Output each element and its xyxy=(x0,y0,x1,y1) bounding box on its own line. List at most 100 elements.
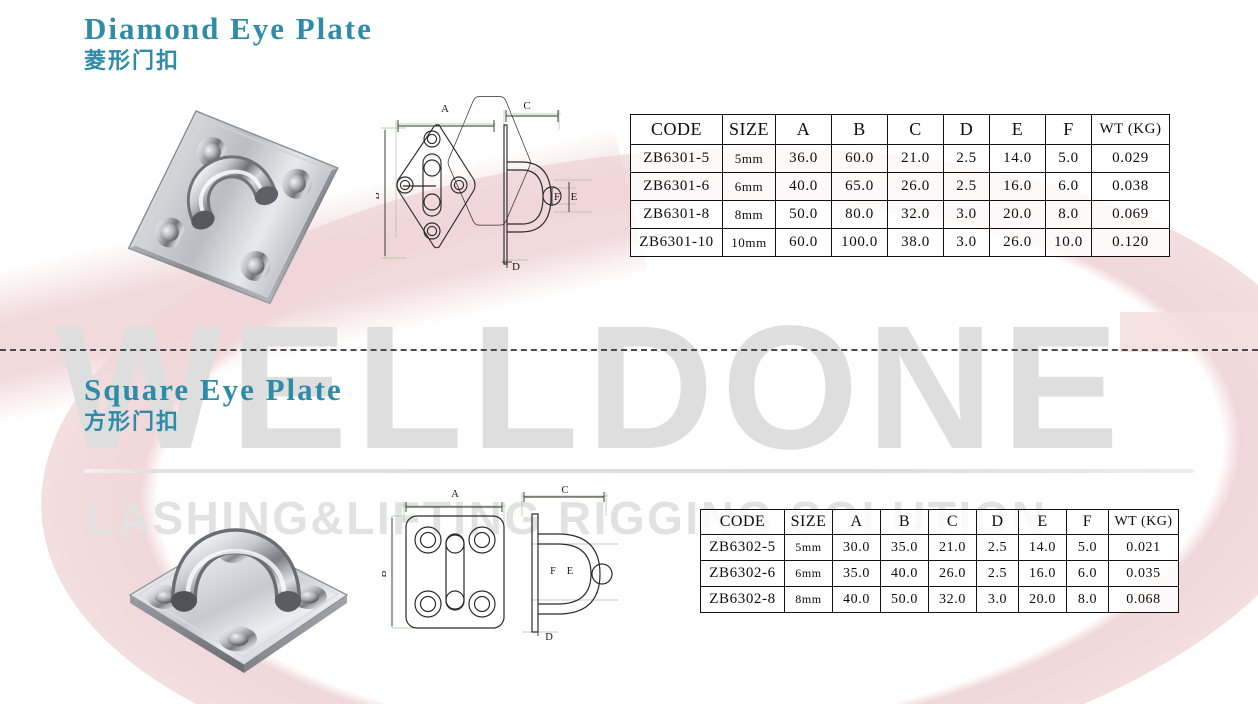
cell-a: 40.0 xyxy=(775,172,832,201)
th-wt: WT (KG) xyxy=(1091,114,1170,145)
cell-size: 6mm xyxy=(784,560,833,587)
cell-code: ZB6302-6 xyxy=(700,560,785,587)
cell-d: 3.0 xyxy=(943,228,990,257)
table-header-row: CODE SIZE A B C D E F WT (KG) xyxy=(700,509,1179,535)
cell-c: 38.0 xyxy=(887,228,944,257)
cell-c: 21.0 xyxy=(928,534,977,561)
cell-a: 35.0 xyxy=(832,560,881,587)
section-title-square: Square Eye Plate 方形门扣 xyxy=(84,372,343,435)
cell-b: 100.0 xyxy=(831,228,888,257)
cell-size: 5mm xyxy=(784,534,833,561)
watermark-brand-text: WELLDONE xyxy=(56,290,1128,486)
cell-size: 5mm xyxy=(722,144,776,173)
section-divider-dashed xyxy=(0,349,1258,351)
section-title-diamond: Diamond Eye Plate 菱形门扣 xyxy=(84,11,373,74)
page-title-en-diamond: Diamond Eye Plate xyxy=(84,11,373,46)
dim-label-e2: E xyxy=(567,566,573,577)
cell-e: 20.0 xyxy=(989,200,1046,229)
dim-label-b2: B xyxy=(382,570,389,577)
th-f: F xyxy=(1045,114,1092,145)
product-photo-square xyxy=(112,487,374,679)
dim-label-f2: F xyxy=(550,566,556,577)
th-f: F xyxy=(1066,509,1109,535)
cell-f: 6.0 xyxy=(1066,560,1109,587)
cell-a: 40.0 xyxy=(832,586,881,613)
technical-drawing-diamond: A C E F D B xyxy=(376,92,626,292)
th-c: C xyxy=(928,509,977,535)
th-b: B xyxy=(831,114,888,145)
cell-b: 35.0 xyxy=(880,534,929,561)
table-header-row: CODE SIZE A B C D E F WT (KG) xyxy=(630,114,1170,145)
cell-wt: 0.069 xyxy=(1091,200,1170,229)
cell-code: ZB6301-8 xyxy=(630,200,723,229)
technical-drawing-square: A C E F D B xyxy=(382,482,632,652)
cell-e: 16.0 xyxy=(989,172,1046,201)
th-e: E xyxy=(1018,509,1067,535)
th-code: CODE xyxy=(630,114,723,145)
page-title-cn-square: 方形门扣 xyxy=(84,409,181,435)
page-title-en-square: Square Eye Plate xyxy=(84,372,343,407)
cell-f: 10.0 xyxy=(1045,228,1092,257)
cell-d: 2.5 xyxy=(976,560,1019,587)
cell-e: 14.0 xyxy=(1018,534,1067,561)
th-d: D xyxy=(976,509,1019,535)
dim-label-c1: C xyxy=(523,100,530,112)
cell-wt: 0.035 xyxy=(1108,560,1179,587)
cell-f: 5.0 xyxy=(1066,534,1109,561)
cell-wt: 0.038 xyxy=(1091,172,1170,201)
cell-code: ZB6302-5 xyxy=(700,534,785,561)
cell-b: 60.0 xyxy=(831,144,888,173)
cell-code: ZB6301-6 xyxy=(630,172,723,201)
cell-code: ZB6301-5 xyxy=(630,144,723,173)
cell-wt: 0.120 xyxy=(1091,228,1170,257)
th-size: SIZE xyxy=(784,509,833,535)
dim-label-b1: B xyxy=(376,192,382,199)
dim-label-d1: D xyxy=(512,261,520,273)
cell-c: 26.0 xyxy=(887,172,944,201)
th-size: SIZE xyxy=(722,114,776,145)
cell-c: 21.0 xyxy=(887,144,944,173)
table-row: ZB6302-5 5mm 30.0 35.0 21.0 2.5 14.0 5.0… xyxy=(700,534,1179,561)
cell-a: 60.0 xyxy=(775,228,832,257)
table-row: ZB6301-5 5mm 36.0 60.0 21.0 2.5 14.0 5.0… xyxy=(630,144,1170,173)
cell-size: 10mm xyxy=(722,228,776,257)
th-e: E xyxy=(989,114,1046,145)
dim-label-d2: D xyxy=(545,632,553,643)
cell-size: 8mm xyxy=(722,200,776,229)
pink-corner-block xyxy=(1120,312,1258,352)
dim-label-f1: F xyxy=(554,191,560,203)
cell-b: 80.0 xyxy=(831,200,888,229)
cell-c: 32.0 xyxy=(928,586,977,613)
cell-wt: 0.029 xyxy=(1091,144,1170,173)
cell-d: 2.5 xyxy=(943,172,990,201)
dim-label-e1: E xyxy=(571,191,578,203)
cell-b: 65.0 xyxy=(831,172,888,201)
table-row: ZB6301-6 6mm 40.0 65.0 26.0 2.5 16.0 6.0… xyxy=(630,172,1170,201)
cell-f: 6.0 xyxy=(1045,172,1092,201)
th-b: B xyxy=(880,509,929,535)
cell-d: 3.0 xyxy=(976,586,1019,613)
product-photo-diamond xyxy=(96,96,372,324)
th-d: D xyxy=(943,114,990,145)
cell-c: 26.0 xyxy=(928,560,977,587)
cell-f: 5.0 xyxy=(1045,144,1092,173)
table-row: ZB6301-10 10mm 60.0 100.0 38.0 3.0 26.0 … xyxy=(630,228,1170,257)
section-divider-rule xyxy=(84,469,1194,473)
cell-wt: 0.021 xyxy=(1108,534,1179,561)
cell-e: 14.0 xyxy=(989,144,1046,173)
cell-e: 20.0 xyxy=(1018,586,1067,613)
cell-size: 8mm xyxy=(784,586,833,613)
cell-code: ZB6302-8 xyxy=(700,586,785,613)
spec-table-square: CODE SIZE A B C D E F WT (KG) ZB6302-5 5… xyxy=(700,509,1179,613)
cell-size: 6mm xyxy=(722,172,776,201)
cell-d: 2.5 xyxy=(976,534,1019,561)
cell-a: 50.0 xyxy=(775,200,832,229)
table-row: ZB6302-8 8mm 40.0 50.0 32.0 3.0 20.0 8.0… xyxy=(700,586,1179,613)
table-row: ZB6302-6 6mm 35.0 40.0 26.0 2.5 16.0 6.0… xyxy=(700,560,1179,587)
cell-d: 2.5 xyxy=(943,144,990,173)
spec-table-diamond: CODE SIZE A B C D E F WT (KG) ZB6301-5 5… xyxy=(630,114,1170,257)
th-c: C xyxy=(887,114,944,145)
cell-f: 8.0 xyxy=(1066,586,1109,613)
dim-label-a2: A xyxy=(451,489,459,500)
